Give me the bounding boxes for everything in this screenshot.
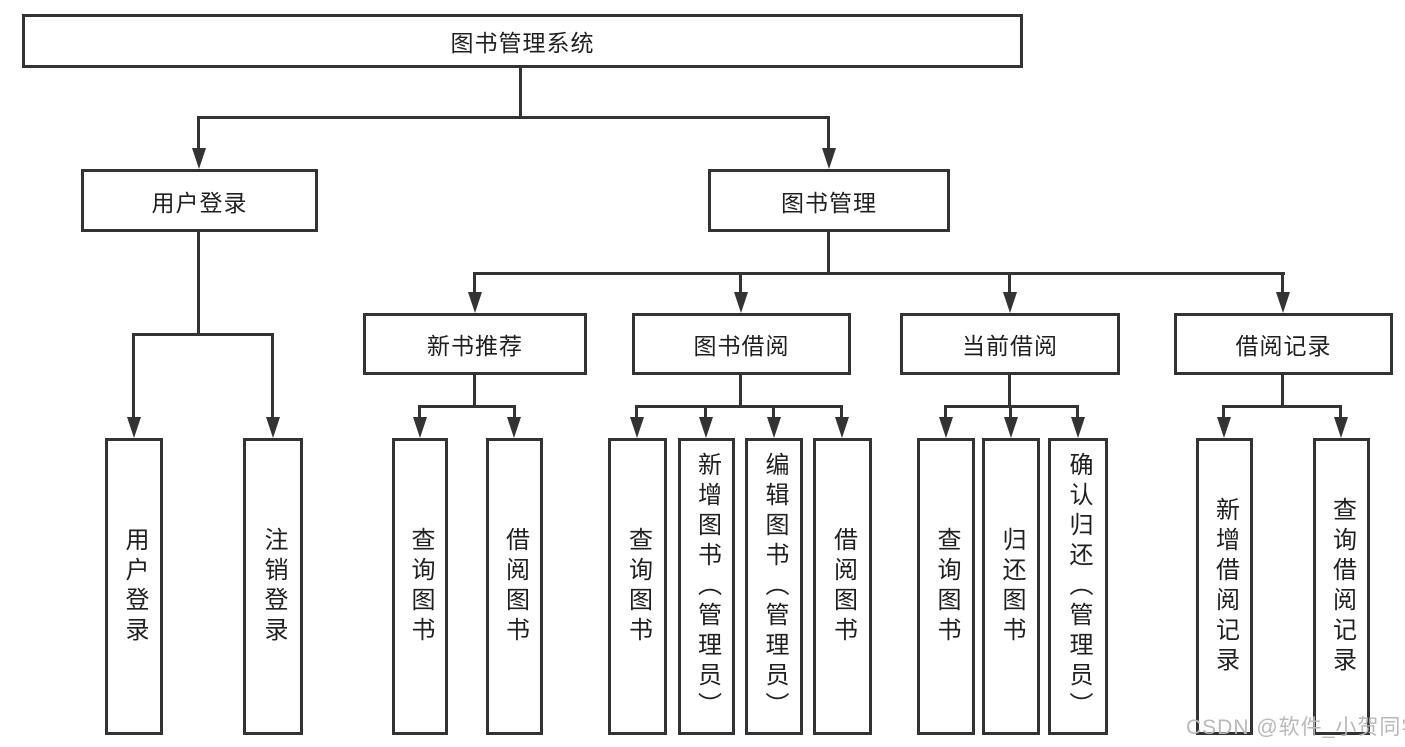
connector: [635, 405, 638, 420]
arrowhead-down: [822, 148, 836, 169]
node-user-login: 用户登录: [81, 169, 318, 232]
connector: [271, 333, 274, 418]
connector: [473, 272, 1285, 275]
leaf-return-books: 归还图书: [982, 438, 1040, 735]
leaf-query-books-borrowing: 查询图书: [608, 438, 667, 735]
connector: [1076, 405, 1079, 420]
connector: [1222, 405, 1342, 408]
arrowhead-down: [699, 417, 713, 438]
arrowhead-down: [630, 417, 644, 438]
node-label: 用户登录: [151, 189, 248, 216]
connector: [473, 272, 476, 295]
connector: [513, 405, 516, 420]
csdn-watermark: CSDN @软件_小贺同学: [1186, 716, 1405, 739]
connector: [739, 375, 742, 407]
arrowhead-down: [468, 292, 482, 313]
node-label: 图书管理系统: [450, 30, 595, 56]
node-book-management: 图书管理: [708, 169, 950, 232]
leaf-add-books-admin: 新增图书（管理员）: [678, 438, 735, 735]
leaf-add-borrow-record: 新增借阅记录: [1196, 438, 1253, 735]
leaf-user-login: 用户登录: [105, 438, 163, 735]
connector: [1339, 405, 1342, 420]
connector: [197, 116, 830, 119]
leaf-query-books-current: 查询图书: [917, 438, 975, 735]
node-label: 新书推荐: [427, 333, 523, 359]
arrowhead-down: [507, 417, 521, 438]
connector: [197, 232, 200, 335]
arrowhead-down: [767, 417, 781, 438]
connector: [635, 405, 843, 408]
connector: [418, 405, 421, 420]
leaf-confirm-return-admin: 确认归还（管理员）: [1048, 438, 1108, 735]
connector: [840, 405, 843, 420]
leaf-edit-books-admin: 编辑图书（管理员）: [745, 438, 803, 735]
node-new-book-recommend: 新书推荐: [363, 313, 587, 375]
node-current-borrowing: 当前借阅: [900, 313, 1120, 375]
node-label: 借阅记录: [1235, 333, 1332, 359]
arrowhead-down: [266, 417, 280, 438]
arrowhead-down: [1276, 292, 1290, 313]
connector: [1008, 375, 1011, 407]
arrowhead-down: [1334, 417, 1348, 438]
connector: [772, 405, 775, 420]
connector: [704, 405, 707, 420]
connector: [944, 405, 947, 420]
connector: [132, 333, 274, 336]
node-book-borrowing: 图书借阅: [632, 313, 851, 375]
node-borrow-records: 借阅记录: [1174, 313, 1393, 375]
leaf-borrow-books-recommend: 借阅图书: [486, 438, 543, 735]
arrowhead-down: [127, 417, 141, 438]
arrowhead-down: [1003, 292, 1017, 313]
connector: [418, 405, 516, 408]
connector: [1281, 375, 1284, 407]
connector: [197, 116, 200, 150]
arrowhead-down: [939, 417, 953, 438]
leaf-logout-login: 注销登录: [243, 438, 303, 735]
leaf-borrow-books-borrowing: 借阅图书: [813, 438, 872, 735]
connector: [519, 66, 522, 119]
arrowhead-down: [413, 417, 427, 438]
connector: [827, 116, 830, 150]
arrowhead-down: [192, 148, 206, 169]
connector: [1281, 272, 1284, 295]
connector: [827, 232, 830, 274]
node-library-management-system: 图书管理系统: [22, 14, 1023, 68]
arrowhead-down: [1071, 417, 1085, 438]
arrowhead-down: [835, 417, 849, 438]
node-label: 当前借阅: [962, 333, 1058, 359]
leaf-query-borrow-record: 查询借阅记录: [1313, 438, 1370, 735]
leaf-query-books-recommend: 查询图书: [392, 438, 448, 735]
node-label: 图书借阅: [693, 333, 790, 359]
arrowhead-down: [1217, 417, 1231, 438]
arrowhead-down: [734, 292, 748, 313]
connector: [132, 333, 135, 418]
arrowhead-down: [1004, 417, 1018, 438]
connector: [739, 272, 742, 295]
node-label: 图书管理: [781, 189, 877, 216]
connector: [473, 375, 476, 407]
connector: [1222, 405, 1225, 420]
connector: [1009, 405, 1012, 420]
connector: [1008, 272, 1011, 295]
